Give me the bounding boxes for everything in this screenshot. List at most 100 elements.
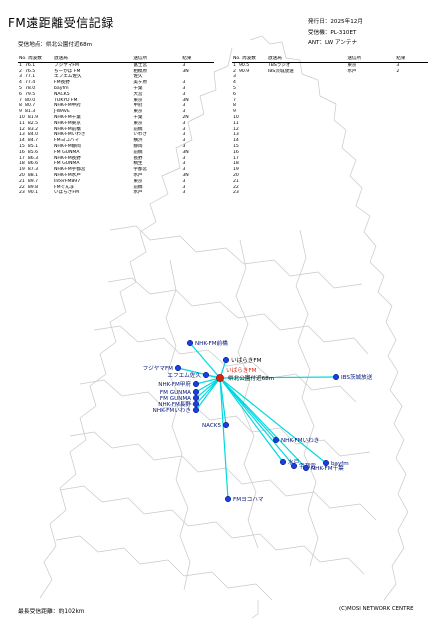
log-number: 17 [233,155,239,161]
log-frequency: 84.7 [27,138,39,144]
log-number: 16 [19,149,25,155]
log-row: 14 [232,138,428,144]
log-number: 3 [233,74,236,80]
log-row: 15 [232,144,428,150]
log-cell-no: 13 [232,132,267,138]
log-number: 13 [233,132,239,138]
log-number: 17 [19,155,25,161]
log-cell-station: NHK-FM東京 [54,120,81,126]
log-row: 4 [232,80,428,86]
station-label: IBS茨城放送 [341,373,373,381]
col-header-station: 放送局 [53,56,133,63]
log-cell-result: 3 [182,184,186,190]
log-cell-location: 前橋 [133,184,143,190]
log-cell-result: 3N [182,97,189,103]
log-cell-station [267,190,346,196]
log-number: 18 [19,161,25,167]
log-frequency: 83.2 [27,126,39,132]
log-number: 21 [233,178,239,184]
home-point: いばらきFM 県北公園付近68m [216,366,274,382]
log-cell-result [395,190,428,196]
reception-line [219,377,307,469]
log-cell-location: 前橋 [133,149,143,155]
log-cell-no: 22 [232,185,267,191]
log-cell-result: 3 [182,155,186,161]
log-cell-location: 桐生 [133,161,143,167]
log-cell-station: NHK-FM水戸 [54,172,81,178]
log-frequency: 86.6 [27,161,39,167]
log-cell-result: 2 [396,68,400,74]
log-cell-location: 東京 [133,109,143,115]
log-cell-station: TBSラジオ [268,62,291,68]
log-cell-no: 12 [232,127,267,133]
copyright: (C)MOSI NETWORK CENTRE [339,606,414,612]
log-row: 16 [232,150,428,156]
station-marker-icon [222,356,230,364]
log-cell-location: 佐久 [133,74,143,80]
log-cell-no: 18 [232,161,267,167]
log-cell-result: 3 [182,126,186,132]
reception-line [219,377,229,500]
log-number: 23 [19,190,25,196]
col-header-location: 送信所 [346,56,396,63]
log-number: 7 [19,97,22,103]
station-marker-icon [302,464,310,472]
reception-line [189,342,221,379]
page-title: FM遠距離受信記録 [8,16,114,30]
log-cell-result: 3 [182,178,186,184]
col-header-no: No. 周波数 [18,56,53,63]
station-label: bayfm [331,461,349,467]
log-cell-result: 3 [182,85,186,91]
log-row: 8 [232,103,428,109]
station-label: FM GUNMA [160,396,191,402]
log-cell-station: ちーかば FM [54,68,81,74]
station-label: NHK-FM長野 [158,400,191,408]
log-cell-station: NHK-FM静岡 [54,143,81,149]
log-row: 6 [232,92,428,98]
log-cell-station: NHK-FMいわき [54,132,86,138]
log-cell-result: 3N [182,68,189,74]
log-frequency: 88.1 [27,172,39,178]
log-cell-result: 3 [182,62,186,68]
log-frequency: 77.1 [24,74,36,80]
log-number: 3 [19,74,22,80]
log-cell-location: 宇都宮 [133,167,148,173]
station-label: 水戸 [288,458,300,466]
log-cell-result: 3 [182,80,186,86]
log-number: 21 [19,178,25,184]
station-marker-icon [222,421,230,429]
issue-date: 発行日：2025年12月 [308,19,363,25]
log-cell-location: 富士宮 [133,62,148,68]
log-cell-location: 甲府 [133,103,143,109]
station-label: NHK-FM甲府 [158,380,191,388]
station-label: NHK-FMいわき [281,437,319,444]
log-cell-no: 11 [232,121,267,127]
log-cell-location: いわき [133,132,148,138]
log-number: 11 [233,120,239,126]
station-marker-icon [174,364,182,372]
log-row: 21 [232,179,428,185]
log-cell-location: 東京 [133,178,143,184]
log-cell-location: 相模原 [133,68,148,74]
